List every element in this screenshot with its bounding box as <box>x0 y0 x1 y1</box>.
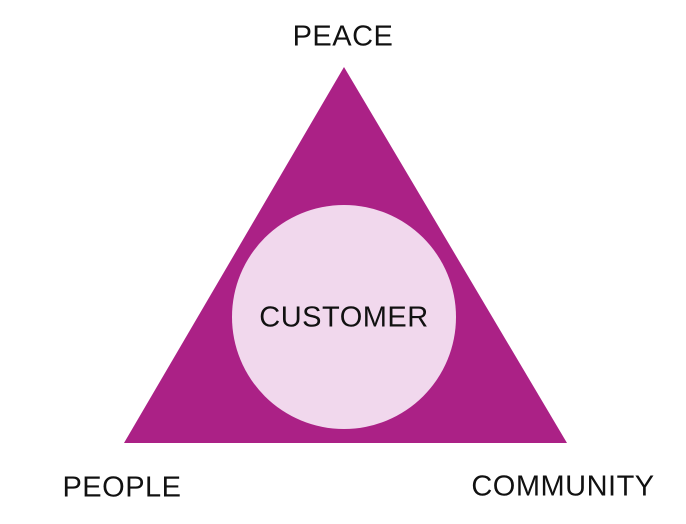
label-people: PEOPLE <box>62 471 182 504</box>
label-peace: PEACE <box>292 20 394 53</box>
label-customer: CUSTOMER <box>259 301 429 334</box>
customer-circle-shape <box>232 205 456 429</box>
label-community: COMMUNITY <box>471 470 655 503</box>
